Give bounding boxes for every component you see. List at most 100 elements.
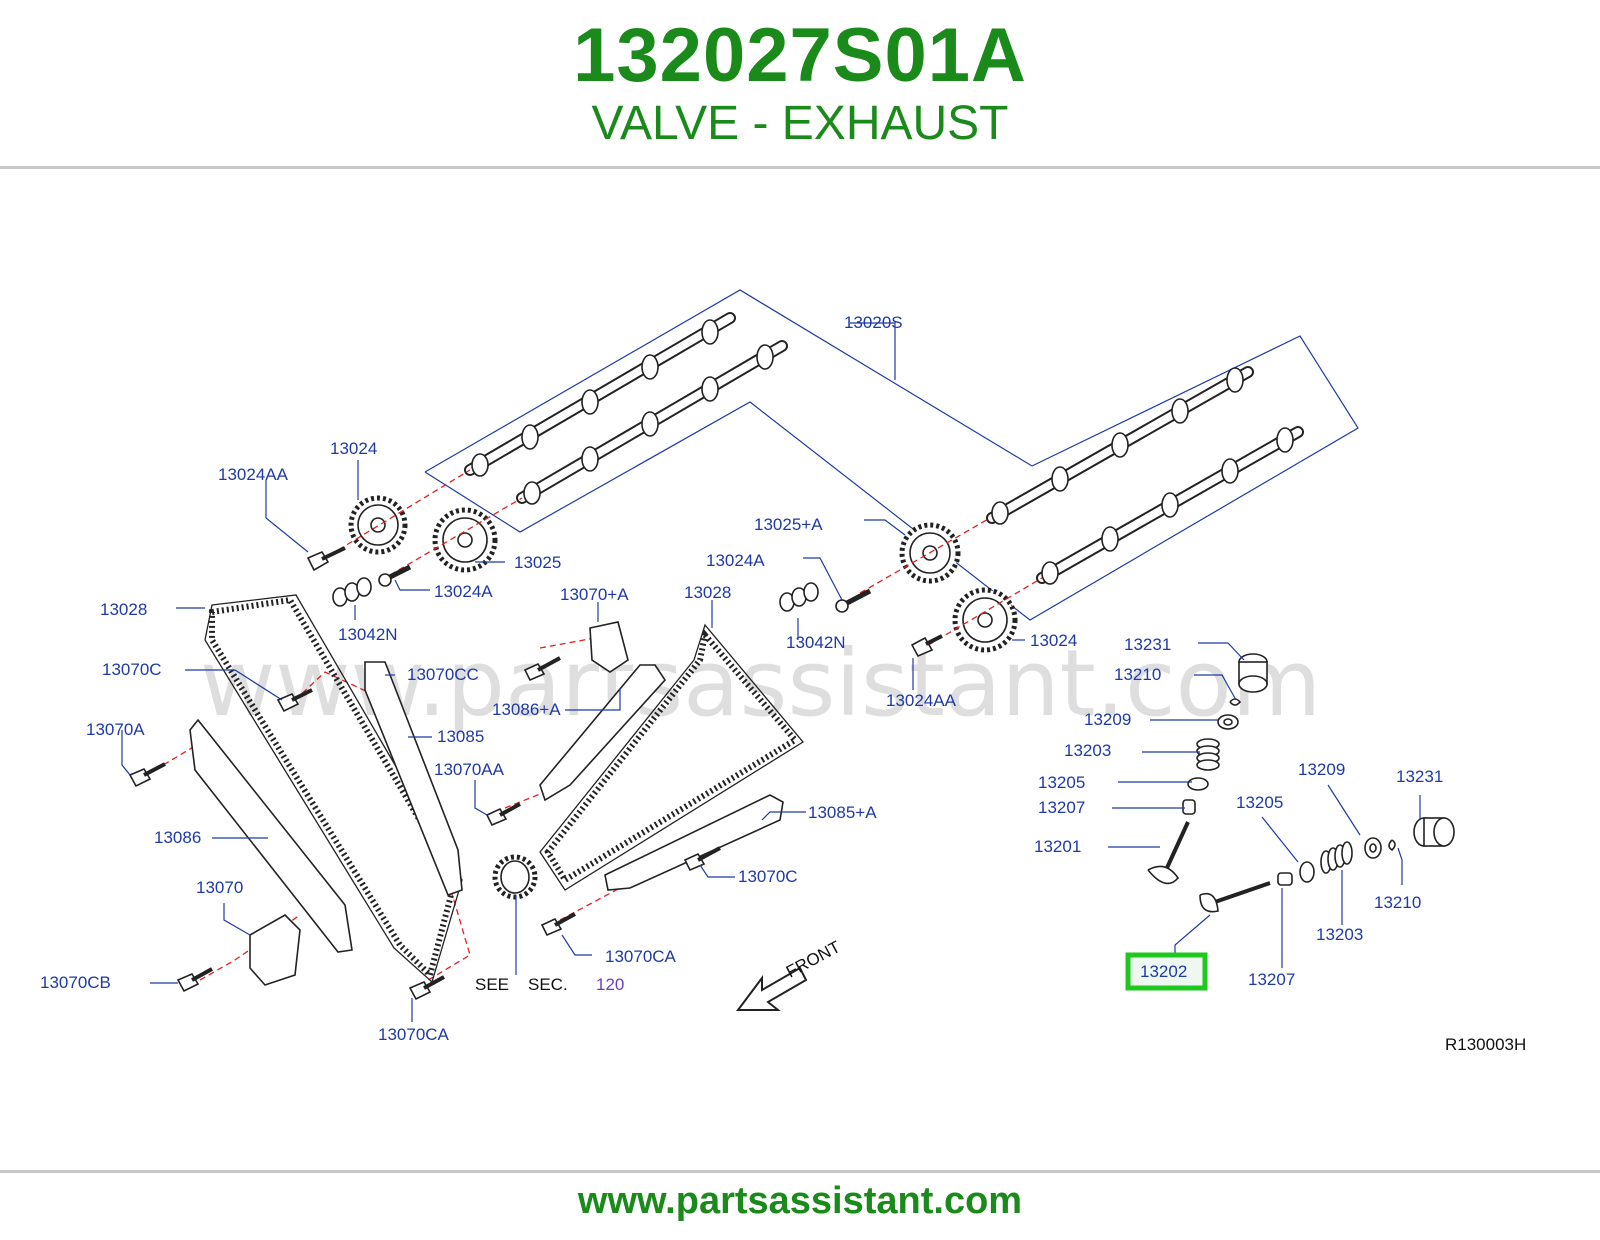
chain-guide-13086A: [539, 664, 667, 802]
parts-diagram: www.partsassistant.com: [40, 289, 1526, 1054]
crank-sprocket: [492, 854, 538, 900]
highlight-box-fill: [1128, 955, 1205, 988]
front-label: FRONT: [783, 937, 844, 981]
callout-13070CA-right: 13070CA: [605, 947, 677, 966]
bolt-icon: [910, 634, 943, 658]
callout-13202-highlighted[interactable]: 13202: [1140, 962, 1187, 981]
callout-13070AA: 13070AA: [434, 760, 505, 779]
callout-13024: 13024: [330, 439, 377, 458]
valve-seal-13207-upper: [1182, 799, 1196, 815]
centerline: [859, 517, 991, 594]
camshaft-right-lower: [1036, 426, 1304, 585]
callout-13024AA: 13024AA: [218, 465, 289, 484]
callout-13042N-right: 13042N: [786, 633, 846, 652]
callout-13205-lower: 13205: [1236, 793, 1283, 812]
bolt-icon: [683, 846, 721, 872]
front-arrow-icon: [736, 966, 808, 1011]
callout-13207: 13207: [1038, 798, 1085, 817]
callout-13070C-right: 13070C: [738, 867, 798, 886]
sprocket-13024-left: [348, 495, 408, 555]
callout-13020S: 13020S: [844, 313, 903, 332]
centerline: [419, 879, 471, 986]
header-divider: [0, 166, 1600, 169]
part-name: VALVE - EXHAUST: [591, 97, 1009, 150]
valve-collet-13210-upper: [1229, 698, 1242, 706]
callout-13070A: 13070A: [86, 720, 145, 739]
leader-lines: [121, 460, 1421, 1022]
footer-divider: [0, 1170, 1600, 1173]
sprocket-13024-right: [952, 587, 1018, 653]
section-link-120[interactable]: 120: [596, 975, 624, 994]
callout-13085A-plus: 13085+A: [808, 803, 877, 822]
sec-label: SEC.: [528, 975, 568, 994]
bolt-icon: [306, 546, 346, 572]
spring-seat-13205-upper: [1187, 777, 1209, 791]
washer-set-13042N-right: [779, 582, 819, 612]
callout-13209-lower: 13209: [1298, 760, 1345, 779]
valve-seal-13207-lower: [1277, 872, 1293, 886]
washer-set-13042N-left: [332, 577, 372, 607]
callout-13205: 13205: [1038, 773, 1085, 792]
callout-13024A: 13024A: [434, 582, 493, 601]
callout-13203-lower: 13203: [1316, 925, 1363, 944]
callout-13086: 13086: [154, 828, 201, 847]
callout-13207-lower: 13207: [1248, 970, 1295, 989]
centerline: [504, 791, 546, 809]
valve-collet-13210-lower: [1388, 839, 1396, 852]
camshaft-left-lower: [516, 340, 788, 505]
callout-13231-lower: 13231: [1396, 767, 1443, 786]
exhaust-valve-13202: [1199, 881, 1271, 913]
bolt-icon: [523, 656, 561, 682]
callout-13085: 13085: [437, 727, 484, 746]
callout-13086A-plus: 13086+A: [492, 700, 561, 719]
camshaft-right-upper: [986, 366, 1254, 525]
bolt-icon: [378, 564, 412, 587]
callout-13070CB: 13070CB: [40, 973, 111, 992]
highlight-box: [1125, 952, 1208, 991]
spring-retainer-13209-upper: [1217, 714, 1239, 730]
chain-guide-13085: [364, 661, 463, 897]
valve-lifter-13231-upper: [1238, 653, 1268, 693]
timing-chain-right: [544, 628, 800, 885]
spring-seat-13205-lower: [1299, 861, 1315, 883]
bolt-icon: [276, 688, 313, 713]
callout-13028-right: 13028: [684, 583, 731, 602]
chain-tensioner-13070: [249, 914, 301, 986]
callout-13025A-plus: 13025+A: [754, 515, 823, 534]
centerline: [329, 469, 471, 556]
bolt-icon: [835, 588, 872, 613]
callout-13210-lower: 13210: [1374, 893, 1421, 912]
callout-13024A-right: 13024A: [706, 551, 765, 570]
valve-lifter-13231-lower: [1413, 817, 1455, 847]
callout-13203: 13203: [1064, 741, 1111, 760]
callout-13070: 13070: [196, 878, 243, 897]
callout-13231: 13231: [1124, 635, 1171, 654]
callout-13070CA: 13070CA: [378, 1025, 450, 1044]
callout-13028: 13028: [100, 600, 147, 619]
timing-chain-right-outline: [539, 623, 804, 891]
bolt-icon: [128, 762, 166, 788]
callout-13210: 13210: [1114, 665, 1161, 684]
see-label: SEE: [475, 975, 509, 994]
footer-url[interactable]: www.partsassistant.com: [577, 1180, 1023, 1222]
callout-13024-right: 13024: [1030, 631, 1077, 650]
leader-13020S: [850, 322, 896, 380]
bolt-icon: [408, 975, 445, 1001]
intake-valve-13201: [1147, 821, 1190, 885]
camshaft-left-upper: [464, 312, 736, 477]
valve-spring-13203-upper: [1196, 738, 1220, 771]
callout-13024AA-right: 13024AA: [886, 691, 957, 710]
reference-code: R130003H: [1445, 1035, 1526, 1054]
callout-13209: 13209: [1084, 710, 1131, 729]
callout-13070C: 13070C: [102, 660, 162, 679]
callout-13042N: 13042N: [338, 625, 398, 644]
valve-spring-13203-lower: [1320, 841, 1353, 874]
chain-guide-13085A: [604, 794, 784, 891]
sprocket-13025-left: [432, 507, 498, 573]
callout-13070CC: 13070CC: [407, 665, 479, 684]
callout-13201: 13201: [1034, 837, 1081, 856]
bolt-icon: [485, 802, 521, 827]
centerline: [389, 497, 523, 576]
bolt-icon: [176, 967, 213, 993]
chain-guide-13086: [189, 718, 353, 953]
